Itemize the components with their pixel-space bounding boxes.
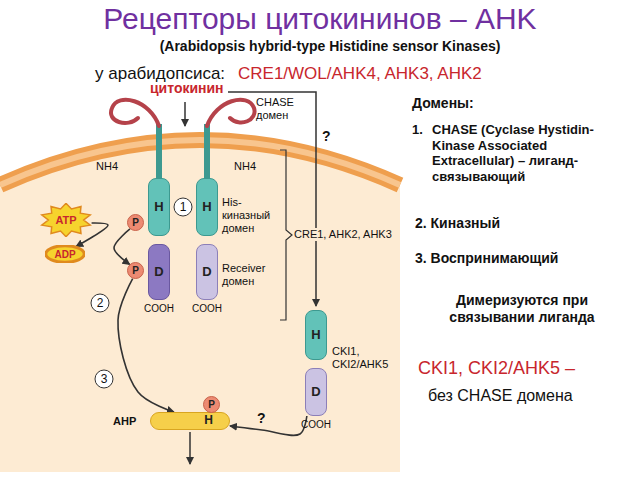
domain-label: His-киназный домен [222, 196, 282, 236]
reaction-arrow [230, 416, 307, 435]
reaction-arrow [114, 229, 130, 264]
question-mark: ? [322, 128, 331, 145]
note: без CHASE домена [428, 386, 573, 405]
callout-number: 2 [97, 296, 104, 310]
terminus-label: COOH [301, 419, 331, 431]
receptor-group-label: CKI1, CKI2/AHK5 [332, 345, 398, 371]
edge-label: ? [255, 410, 268, 426]
callout-circle [91, 294, 109, 312]
domain-label: CHASE домен [256, 96, 306, 122]
chase-loop [207, 100, 255, 126]
ahp-capsule: AHPH [150, 412, 230, 430]
histidine-domain: H [148, 178, 170, 236]
adp-ellipse: ADP [45, 245, 85, 263]
receptor-stem [204, 124, 210, 180]
receiver-domain: D [148, 244, 170, 300]
histidine-domain: H [196, 178, 218, 236]
output-arrow [189, 432, 191, 464]
note: Димеризуются при связывании лиганда [415, 292, 630, 326]
phosphate-circle: P [203, 396, 220, 413]
list-item: CHASE (Cyclase Hystidin-Kinase Associate… [432, 122, 632, 184]
bracket [280, 150, 292, 320]
chase-loop [111, 100, 159, 126]
callout-circle [174, 198, 192, 216]
subtitle: (Arabidopsis hybrid-type Histidine senso… [160, 38, 501, 55]
node-text: P [132, 217, 139, 228]
list-heading: Домены: [412, 95, 474, 112]
receptor-group-label: CRE1, AHK2, AHK3 [294, 228, 392, 241]
list-item: 3. Воспринимающий [415, 250, 558, 267]
node-text: P [132, 265, 139, 276]
receiver-domain: D [305, 368, 327, 416]
terminus-label: COOH [144, 303, 174, 315]
terminus-label: NH4 [96, 160, 118, 173]
list-item: 2. Киназный [415, 215, 500, 232]
receptor-list: CRE1/WOL/AHK4, AHK3, AHK2 [238, 64, 482, 84]
receiver-domain: D [196, 244, 218, 300]
page-title: Рецепторы цитокининов – AHK [0, 2, 640, 36]
node-text: H [311, 328, 320, 342]
node-text: D [154, 265, 163, 279]
node-text: ADP [54, 249, 75, 260]
cytoplasm [0, 140, 400, 472]
callout-number: 1 [180, 200, 187, 214]
atp-star: ATP [40, 203, 92, 237]
node-text: D [202, 265, 211, 279]
terminus-label: NH4 [234, 160, 256, 173]
phosphate-circle: P [127, 262, 144, 279]
terminus-label: COOH [192, 303, 222, 315]
receptor-stem [156, 124, 162, 180]
node-text: H [154, 200, 163, 214]
node-heading: AHP [113, 415, 136, 427]
node-text: P [208, 399, 215, 410]
note: CKI1, CKI2/AHK5 – [418, 358, 575, 380]
callout-circle [95, 370, 113, 388]
node-text: H [202, 200, 211, 214]
node-text: D [311, 385, 320, 399]
node-text: H [204, 414, 213, 427]
phosphate-circle: P [127, 214, 144, 231]
histidine-domain: H [305, 310, 327, 360]
ligand-arrow [184, 102, 186, 126]
list-number: 1. [412, 122, 423, 138]
ligand-label: цитокинин [150, 80, 224, 97]
callout-number: 3 [101, 372, 108, 386]
domain-label: Receiver домен [222, 262, 282, 288]
node-text: ATP [55, 214, 76, 226]
